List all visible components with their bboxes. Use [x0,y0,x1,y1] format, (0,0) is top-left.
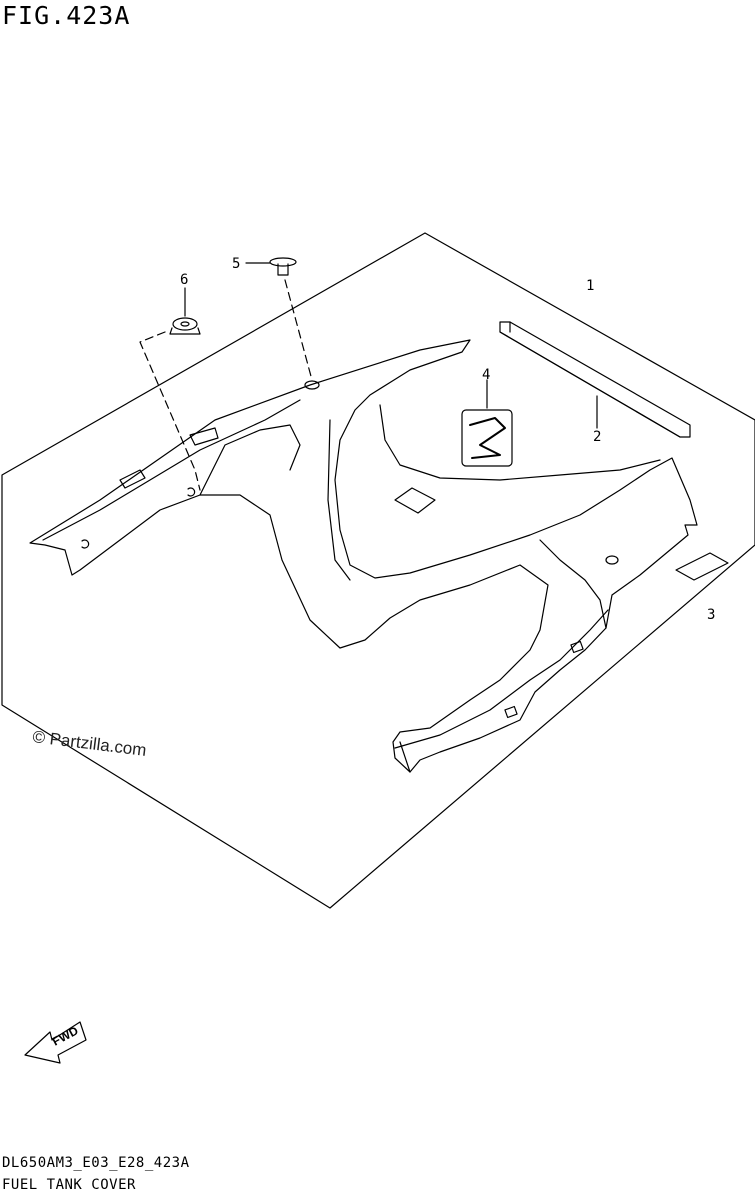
fwd-arrow [24,1021,87,1064]
figure-title: FIG.423A [2,1,131,30]
callout-4: 4 [482,367,490,383]
figure-name: FUEL TANK COVER [2,1177,136,1193]
callout-6: 6 [180,272,188,288]
part-3-pad [675,552,729,581]
callout-3: 3 [707,607,715,623]
figure-code: DL650AM3_E03_E28_423A [2,1155,190,1171]
callout-2: 2 [593,429,601,445]
part-4-emblem [461,409,513,467]
assembly-boundary [1,232,755,909]
fuel-tank-cover [29,339,698,773]
part-6-clip [169,317,201,335]
watermark: © Partzilla.com [32,727,148,760]
part-5-screw [269,257,297,276]
callout-1: 1 [586,278,594,294]
part-2-strip [499,321,691,438]
callout-5: 5 [232,256,240,272]
